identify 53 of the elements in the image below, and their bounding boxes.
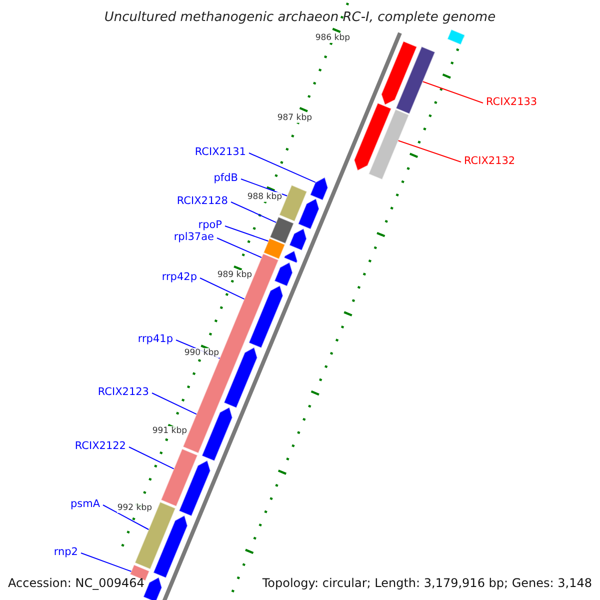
gene-block xyxy=(368,108,410,180)
gene-feature xyxy=(297,198,320,230)
gene-label: pfdB xyxy=(214,172,238,184)
scale-label: 987 kbp xyxy=(277,113,312,123)
gene-label: psmA xyxy=(70,498,100,510)
gene-label: rrp41p xyxy=(138,333,173,345)
gene-block xyxy=(160,448,198,508)
leader-line xyxy=(230,202,277,223)
gene-label: rrp42p xyxy=(162,271,197,283)
leader-line xyxy=(398,140,462,162)
gene-label: RCIX2133 xyxy=(486,96,538,108)
scale-label: 988 kbp xyxy=(247,192,282,202)
gene-feature xyxy=(142,576,162,600)
gene-feature xyxy=(309,176,328,201)
gene-block xyxy=(395,46,436,115)
gene-feature xyxy=(223,346,258,409)
gene-label: RCIX2122 xyxy=(74,440,126,452)
scale-label: 992 kbp xyxy=(117,503,152,513)
leader-line xyxy=(240,178,288,196)
leader-line xyxy=(80,552,132,572)
gene-feature xyxy=(354,102,392,172)
scale-label: 989 kbp xyxy=(217,270,252,280)
gene-label: RCIX2131 xyxy=(194,146,246,158)
leader-line xyxy=(224,226,269,242)
leader-line xyxy=(128,446,174,470)
leader-line xyxy=(422,81,484,104)
gene-feature xyxy=(283,250,298,264)
leader-line xyxy=(248,152,316,183)
leader-line xyxy=(200,278,245,300)
gene-block xyxy=(446,28,466,46)
gene-feature xyxy=(201,406,233,462)
scale-label: 990 kbp xyxy=(184,348,219,358)
gene-label: RCIX2123 xyxy=(98,386,149,398)
gene-feature xyxy=(178,460,211,517)
gene-feature xyxy=(248,284,284,349)
leader-line xyxy=(216,238,262,258)
gene-block xyxy=(262,238,286,260)
genome-info-text: Accession: NC_009464 xyxy=(8,576,144,590)
gene-block xyxy=(134,501,176,570)
genome-info-text: Topology: circular; Length: 3,179,916 bp; Genes: 3,148 xyxy=(262,576,592,590)
gene-label: rnp2 xyxy=(54,546,78,558)
gene-label: rpoP xyxy=(198,219,222,231)
leader-line xyxy=(102,504,150,530)
gene-feature xyxy=(152,514,188,579)
map-title: Uncultured methanogenic archaeon RC-I, complete genome xyxy=(103,10,497,25)
gene-label: RCIX2128 xyxy=(176,195,228,207)
scale-label: 986 kbp xyxy=(315,33,350,43)
gene-block xyxy=(269,216,294,244)
gene-label: rpl37ae xyxy=(174,231,214,243)
leader-line xyxy=(152,392,197,415)
gene-label: RCIX2132 xyxy=(464,155,516,167)
gene-feature xyxy=(380,40,418,106)
scale-label: 991 kbp xyxy=(152,426,187,436)
